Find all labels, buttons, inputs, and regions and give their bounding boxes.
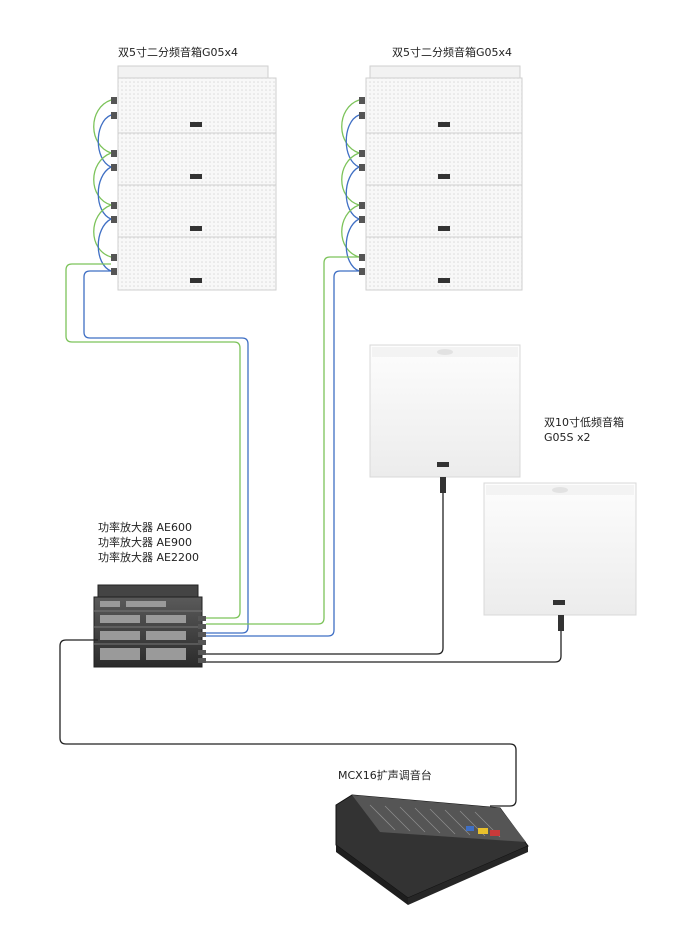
cable-sub1: [206, 480, 444, 655]
rigging-frame-right: [369, 65, 521, 79]
speaker-cabinet-icon: [365, 132, 523, 186]
amplifier-label-ae900: 功率放大器 AE900: [98, 536, 192, 549]
line-array-right-label: 双5寸二分频音箱G05x4: [392, 46, 513, 59]
cable-mixer: [59, 639, 517, 807]
line-array-left-label: 双5寸二分频音箱G05x4: [118, 46, 239, 59]
amplifier-label-ae600: 功率放大器 AE600: [98, 521, 192, 534]
speaker-cabinet-icon: [365, 236, 523, 291]
amplifier-rack-icon: [93, 584, 206, 668]
mixer-label: MCX16扩声调音台: [338, 769, 432, 782]
connector-sub2: [558, 615, 564, 631]
connectors-left: [111, 97, 117, 275]
line-array-left: [93, 65, 277, 291]
amplifier-label-ae2200: 功率放大器 AE2200: [98, 551, 199, 564]
connectors-right: [359, 97, 365, 275]
link-cables-right: [341, 99, 360, 272]
rigging-frame-left: [117, 65, 269, 79]
cable-right-array-green: [206, 256, 359, 625]
speaker-cabinet-icon: [365, 77, 523, 134]
subwoofer-label-line2: G05S x2: [544, 431, 591, 444]
speaker-cabinet-icon: [117, 184, 277, 238]
speaker-cabinet-icon: [117, 77, 277, 134]
cable-runs: [59, 256, 564, 807]
link-cables-left: [93, 99, 112, 272]
cable-right-array-blue: [206, 270, 359, 637]
speaker-cabinet-icon: [117, 132, 277, 186]
subwoofer-icon: [483, 482, 637, 616]
line-array-right: [341, 65, 523, 291]
mixing-console-icon: [335, 794, 529, 905]
cable-sub2: [206, 618, 562, 663]
speaker-cabinet-icon: [365, 184, 523, 238]
speaker-cabinet-icon: [117, 236, 277, 291]
subwoofer-label-line1: 双10寸低频音箱: [544, 416, 624, 429]
subwoofer-icon: [369, 344, 521, 478]
cable-left-array-green: [65, 263, 241, 619]
cable-left-array-blue: [83, 270, 249, 634]
connector-sub1: [440, 477, 446, 493]
